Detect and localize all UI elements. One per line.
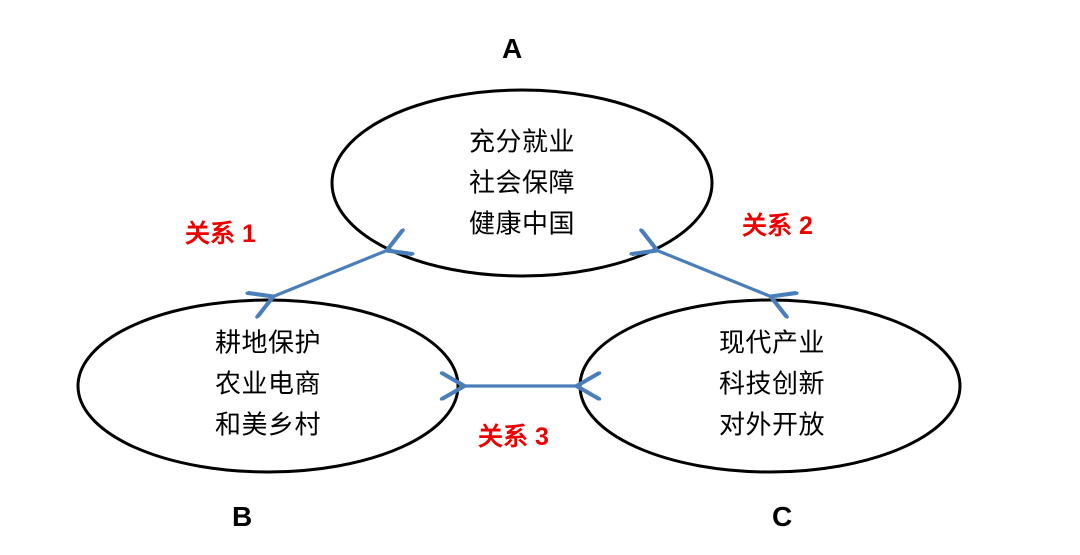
node-b-line-3: 和美乡村	[214, 409, 322, 440]
node-b-text: 耕地保护 农业电商 和美乡村	[215, 323, 321, 446]
node-c-text: 现代产业 科技创新 对外开放	[719, 323, 825, 446]
node-c-letter: C	[772, 501, 793, 532]
node-a-line-2: 社会保障	[468, 167, 576, 198]
node-b-line-2: 农业电商	[214, 368, 322, 399]
node-a-line-1: 充分就业	[468, 126, 576, 157]
node-c-line-1: 现代产业	[718, 327, 826, 358]
node-a-line-3: 健康中国	[468, 208, 576, 239]
node-c-line-2: 科技创新	[718, 368, 826, 399]
relation-label-2: 关系 2	[742, 212, 813, 240]
connector-arrow-rel2[interactable]	[656, 250, 772, 297]
ellipse-node-a[interactable]	[330, 88, 714, 278]
node-b-letter: B	[232, 501, 253, 532]
node-a-letter: A	[502, 33, 523, 64]
relation-label-1: 关系 1	[185, 220, 256, 248]
node-c-line-3: 对外开放	[718, 409, 826, 440]
node-b-line-1: 耕地保护	[214, 327, 322, 358]
relation-label-3: 关系 3	[478, 423, 549, 451]
node-a-text: 充分就业 社会保障 健康中国	[469, 122, 575, 245]
connector-arrow-rel1[interactable]	[272, 250, 388, 297]
